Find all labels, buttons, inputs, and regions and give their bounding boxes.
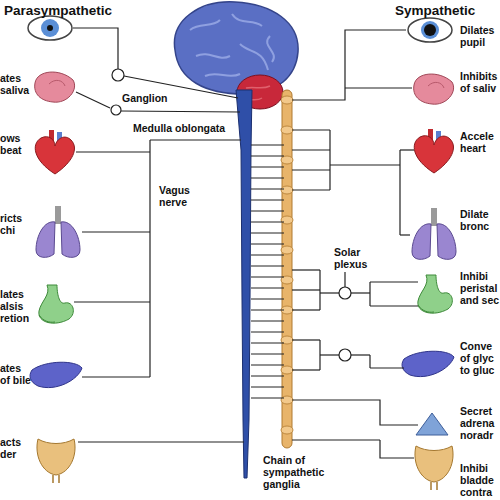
sympathetic-nerves bbox=[292, 30, 418, 458]
part-label: Medulla oblongata bbox=[132, 122, 226, 134]
side-heading: Sympathetic bbox=[395, 3, 500, 19]
effect-label: ows beat bbox=[0, 132, 36, 156]
effect-label: ates of bile bbox=[0, 362, 33, 386]
right-organs bbox=[402, 18, 456, 490]
cord-chain-lines bbox=[251, 145, 284, 398]
effect-label: Dilate bronc bbox=[460, 208, 500, 232]
effect-label: ricts chi bbox=[0, 212, 36, 236]
effect-label: ates saliva bbox=[0, 72, 36, 96]
left-organs bbox=[28, 16, 82, 483]
part-label: Chain of sympathetic ganglia bbox=[262, 454, 344, 490]
sympathetic-chain bbox=[281, 90, 293, 448]
effect-label: Dilates pupil bbox=[460, 24, 500, 48]
effect-label: Secret adrena noradr bbox=[460, 405, 500, 441]
part-label: Vagus nerve bbox=[158, 184, 200, 208]
effect-label: Accele heart bbox=[460, 130, 500, 154]
effect-label: Conve of glyc to gluc bbox=[460, 340, 500, 376]
effect-label: Inhibi bladde contra bbox=[460, 462, 500, 498]
side-heading: Parasympathetic bbox=[4, 3, 144, 19]
effect-label: Inhibi peristal and sec bbox=[460, 270, 500, 306]
effect-label: lates alsis retion bbox=[0, 288, 36, 324]
effect-label: acts der bbox=[0, 436, 36, 460]
part-label: Solar plexus bbox=[333, 246, 375, 270]
parasympathetic-nerves bbox=[73, 28, 244, 442]
spinal-cord bbox=[236, 90, 252, 478]
part-label: Ganglion bbox=[122, 92, 182, 104]
effect-label: Inhibits of saliv bbox=[460, 70, 500, 94]
